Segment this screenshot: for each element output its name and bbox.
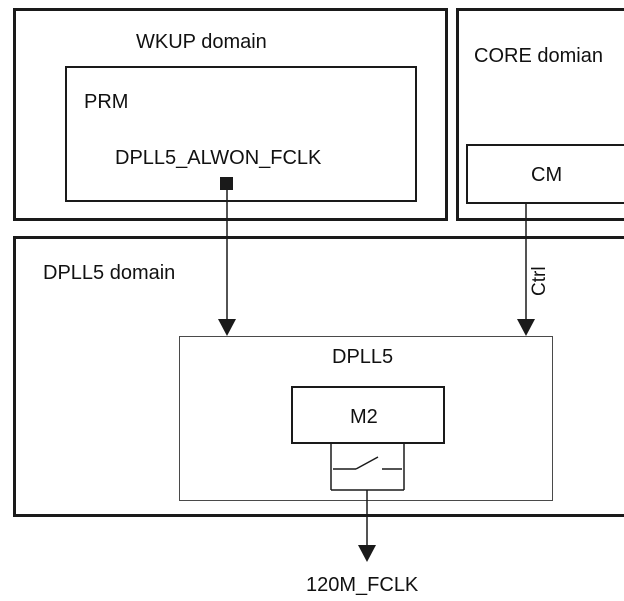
ctrl-label: Ctrl	[529, 266, 550, 296]
switch-icon	[330, 444, 405, 491]
cm-title: CM	[531, 164, 563, 186]
output-arrowhead	[358, 545, 376, 562]
m2-title: M2	[350, 406, 378, 428]
signal-source-marker	[220, 177, 233, 190]
dpll5-title: DPLL5	[332, 346, 394, 368]
output-clock-label: 120M_FCLK	[306, 574, 419, 596]
wkup-domain-title: WKUP domain	[136, 31, 267, 53]
ctrl-arrowhead	[517, 319, 535, 336]
prm-box	[65, 66, 417, 202]
alwon-fclk-arrowhead	[218, 319, 236, 336]
core-domain-title: CORE domian	[474, 45, 603, 67]
dpll5-alwon-fclk-label: DPLL5_ALWON_FCLK	[115, 147, 322, 169]
dpll5-domain-title: DPLL5 domain	[43, 262, 176, 284]
prm-title: PRM	[84, 91, 129, 113]
cm-box	[466, 144, 624, 204]
m2-box	[291, 386, 445, 444]
